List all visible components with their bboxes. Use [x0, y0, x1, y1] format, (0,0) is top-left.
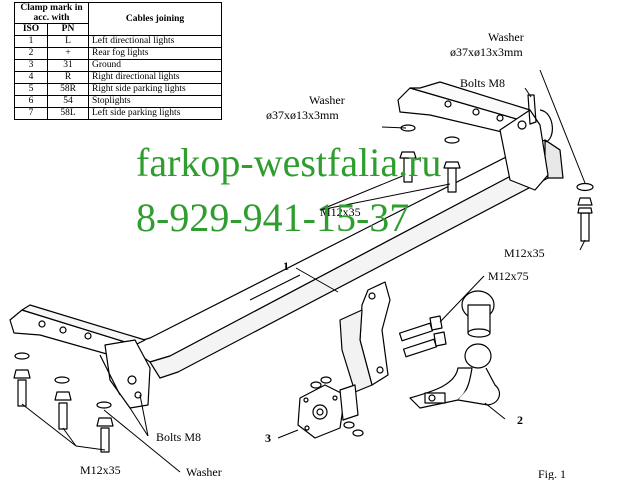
tow-ball-part-2: [409, 290, 501, 409]
washer-dim-label-mid: ø37xø13x3mm: [266, 108, 339, 122]
socket-plate-part-3: [297, 376, 364, 439]
bolts-m8-label-top: Bolts M8: [460, 76, 505, 90]
bolt-washer-stack-left: [13, 352, 114, 453]
bolt-m12x75-label: M12x75: [488, 269, 529, 283]
part-number-3: 3: [265, 431, 271, 445]
table-row: 4 R Right directional lights: [14, 71, 222, 84]
table-row: 1 L Left directional lights: [14, 35, 222, 48]
washer-label-bottom: Washer: [186, 465, 222, 479]
center-mounting-plate: [339, 281, 391, 393]
watermark-site: farkop-westfalia.ru: [136, 140, 442, 185]
washer-label-top-right: Washer: [488, 30, 524, 44]
leader-lines: [21, 69, 586, 473]
bolt-m12x35-label-center: M12x35: [320, 205, 361, 219]
bolt-m12x35-label-bottom: M12x35: [80, 463, 121, 477]
washer-label-mid: Washer: [309, 93, 345, 107]
table-row: 2 + Rear fog lights: [14, 47, 222, 60]
pn-header: PN: [47, 23, 89, 36]
left-side-bracket: [9, 304, 151, 409]
part-number-2: 2: [517, 413, 523, 427]
bolts-m8-label-bottom: Bolts M8: [156, 430, 201, 444]
table-row: 5 58R Right side parking lights: [14, 83, 222, 96]
table-row: 3 31 Ground: [14, 59, 222, 72]
part-number-1: 1: [283, 259, 289, 273]
figure-label: Fig. 1: [538, 467, 566, 480]
bolts-m12x75: [398, 315, 447, 358]
table-row: 6 54 Stoplights: [14, 95, 222, 108]
watermark-phone: 8-929-941-15-37: [136, 195, 410, 240]
bolt-m12x35-label-right: M12x35: [504, 246, 545, 260]
cables-joining-header: Cables joining: [88, 2, 222, 36]
table-row: 7 58L Left side parking lights: [14, 107, 222, 120]
washer-dim-label-top-right: ø37xø13x3mm: [450, 45, 523, 59]
iso-header: ISO: [14, 23, 48, 36]
clamp-mark-header: Clamp mark in acc. with: [14, 2, 89, 24]
bolt-washer-stack-right: [576, 182, 594, 242]
right-side-bracket: [397, 81, 553, 191]
bolt-washer-stack-center: [399, 124, 461, 193]
cable-joining-table: Clamp mark in acc. with Cables joining I…: [14, 2, 222, 120]
